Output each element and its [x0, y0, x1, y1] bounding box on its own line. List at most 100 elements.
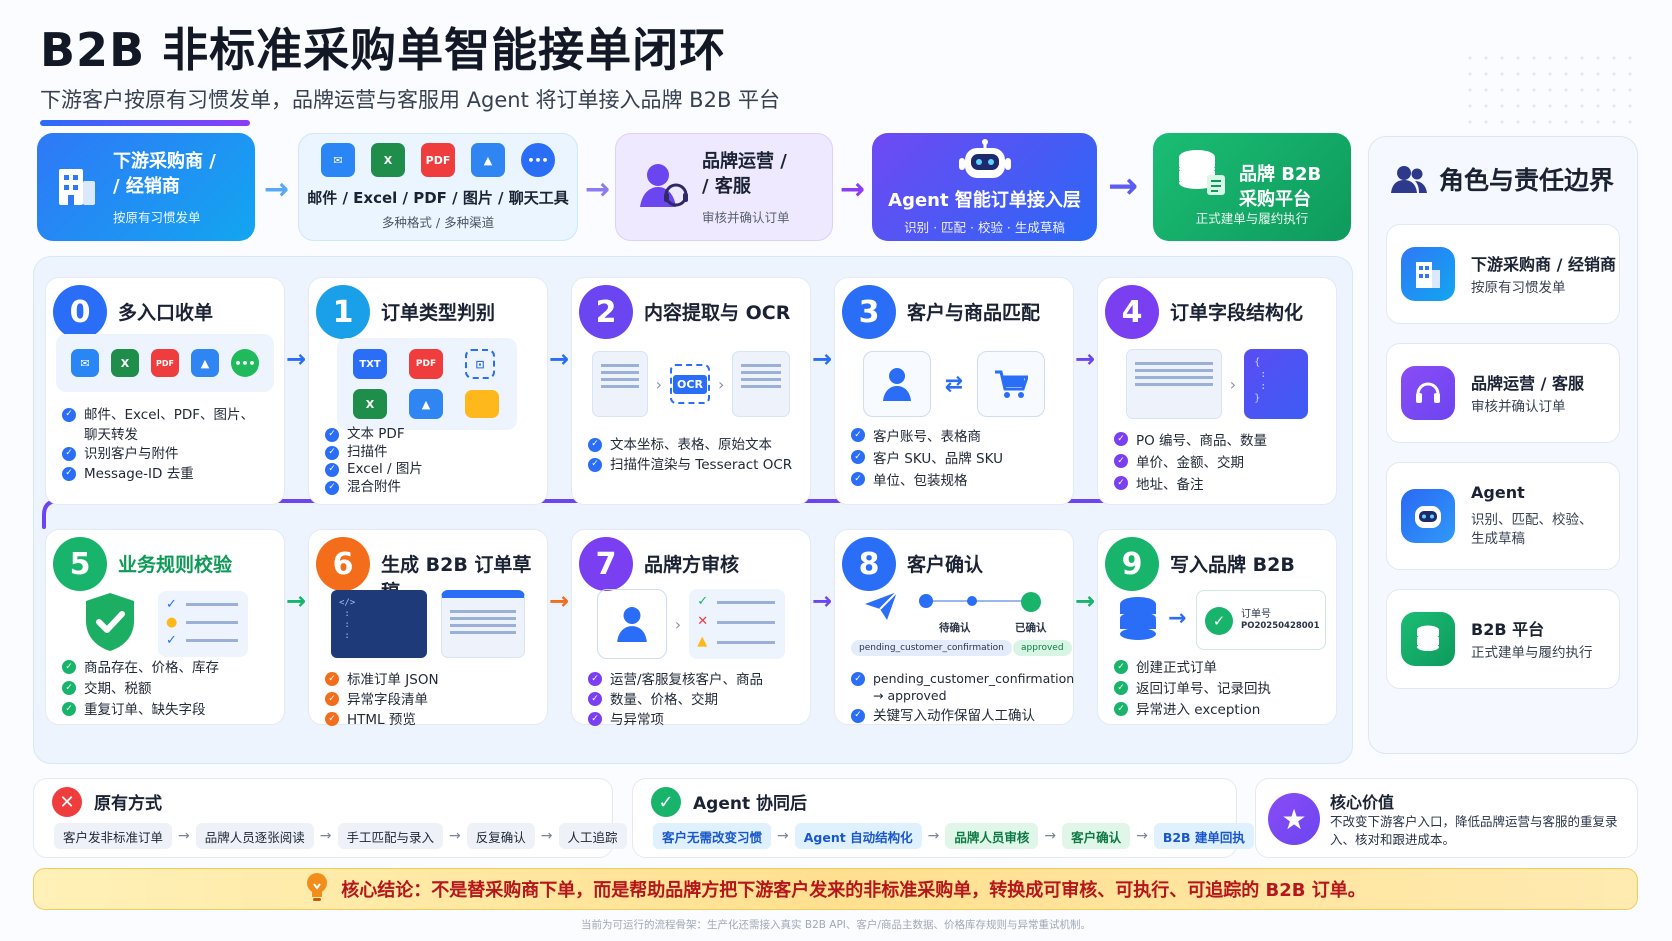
send-icon	[863, 590, 899, 626]
pending-tag: pending_customer_confirmation	[851, 640, 1012, 656]
arrow-right-icon: →	[1168, 606, 1187, 631]
flow-sub: 正式建单与履约执行	[1195, 211, 1309, 226]
compare-old: ✕ 原有方式 客户发非标准订单→ 品牌人员逐张阅读→ 手工匹配与录入→ 反复确认…	[33, 778, 627, 858]
step-bullets: 商品存在、价格、库存 交期、税额 重复订单、缺失字段	[62, 658, 219, 721]
step-bullet: 单价、金额、交期	[1114, 452, 1267, 474]
step-bullets: 创建正式订单 返回订单号、记录回执 异常进入 exception	[1114, 658, 1271, 721]
step-card-6: 6 生成 B2B 订单草稿 </> : : : 标准订单 JSON 异常字段清单…	[308, 529, 548, 728]
close-icon: ✕	[52, 787, 82, 817]
arrow-right-icon: →	[540, 828, 553, 844]
compare-new-chips: 客户无需改变习惯→ Agent 自动结构化→ 品牌人员审核→ 客户确认→ B2B…	[653, 823, 1254, 849]
step-number: 1	[316, 285, 370, 339]
arrow-right-icon: →	[1136, 828, 1148, 844]
chip: 客户发非标准订单	[54, 823, 173, 849]
flow-title: Agent 智能订单接入层	[888, 190, 1081, 211]
role-desc: 正式建单与履约执行	[1471, 645, 1593, 661]
step-bullet: 返回订单号、记录回执	[1114, 679, 1271, 700]
roles-panel: 角色与责任边界 下游采购商 / 经销商 按原有习惯发单 品牌运营 / 客服 审核…	[1368, 136, 1638, 754]
building-icon	[55, 161, 99, 213]
step-bullet: 异常字段清单	[325, 690, 439, 710]
customer-icon	[862, 351, 931, 417]
flow-card-ops: 品牌运营 / / 客服 审核并确认订单	[615, 133, 833, 241]
decorative-dots	[1462, 50, 1632, 130]
status-dot-done	[1021, 592, 1041, 612]
step-visual: › { : :}	[1108, 338, 1326, 430]
flow-card-agent: Agent 智能订单接入层 识别 · 匹配 · 校验 · 生成草稿	[872, 133, 1097, 241]
step-card-4: 4 订单字段结构化 › { : :} PO 编号、商品、数量 单价、金额、交期 …	[1097, 277, 1337, 505]
check-icon: ✓	[651, 787, 681, 817]
step-bullet: PO 编号、商品、数量	[1114, 430, 1267, 452]
role-card-ops: 品牌运营 / 客服 审核并确认订单	[1386, 343, 1620, 443]
flow-card-channels: ✉ X PDF ▲ ••• 邮件 / Excel / PDF / 图片 / 聊天…	[298, 133, 578, 241]
step-card-2: 2 内容提取与 OCR › OCR › 文本坐标、表格、原始文本 扫描件渲染与 …	[571, 277, 811, 505]
chat-icon: •••	[521, 143, 555, 177]
flow-sub: 多种格式 / 多种渠道	[381, 215, 495, 230]
flow-title-2: / 经销商	[113, 175, 180, 197]
step-title: 订单类型判别	[381, 302, 496, 324]
ocr-icon: OCR	[670, 364, 710, 404]
step-visual: </> : : :	[319, 586, 537, 662]
txt-file-icon: TXT	[353, 349, 387, 379]
roles-title: 角色与责任边界	[1439, 166, 1615, 195]
arrow-right-icon: →	[178, 828, 190, 844]
header: B2B 非标准采购单智能接单闭环 下游客户按原有习惯发单，品牌运营与客服用 Ag…	[40, 14, 780, 126]
step-title: 订单字段结构化	[1170, 302, 1304, 324]
step-bullet: 创建正式订单	[1114, 658, 1271, 679]
flow-arrow: →	[1108, 166, 1139, 207]
step-bullet: HTML 预览	[325, 710, 439, 730]
compare-new: ✓ Agent 协同后 客户无需改变习惯→ Agent 自动结构化→ 品牌人员审…	[632, 778, 1254, 858]
form-icon	[1125, 349, 1222, 419]
image-icon: ▲	[191, 349, 219, 377]
status-label-confirmed: 已确认	[1015, 622, 1047, 634]
step-bullets: 客户账号、表格商 客户 SKU、品牌 SKU 单位、包装规格	[851, 426, 1003, 492]
step-arrow: →	[549, 345, 570, 373]
mail-icon: ✉	[321, 143, 355, 177]
step-arrow: →	[549, 587, 570, 615]
status-dot	[919, 594, 933, 608]
chip: 品牌人员逐张阅读	[195, 823, 314, 849]
folder-icon	[465, 390, 499, 418]
step-bullet: 交期、税额	[62, 679, 219, 700]
page-subtitle: 下游客户按原有习惯发单，品牌运营与客服用 Agent 将订单接入品牌 B2B 平…	[40, 88, 781, 112]
code-editor-icon: </> : : :	[331, 590, 427, 658]
flow-title: 品牌运营 /	[702, 150, 787, 172]
preview-icon	[441, 590, 525, 658]
step-arrow: →	[286, 345, 307, 373]
robot-icon	[1401, 489, 1455, 543]
checklist-icon: ✓ ● ✓	[158, 591, 248, 657]
cart-icon	[977, 351, 1046, 417]
pdf-icon: PDF	[151, 349, 179, 377]
compare-old-title: 原有方式	[94, 794, 162, 814]
step-visual: TXT PDF ⊡ X ▲	[337, 338, 517, 430]
chip: 客户确认	[1062, 823, 1131, 849]
flow-title-2: / 客服	[702, 175, 751, 197]
arrow-right-icon: →	[927, 828, 940, 844]
step-number: 5	[53, 537, 107, 591]
compare-old-chips: 客户发非标准订单→ 品牌人员逐张阅读→ 手工匹配与录入→ 反复确认→ 人工追踪	[54, 823, 627, 849]
core-value-desc: 不改变下游客户入口，降低品牌运营与客服的重复录入、核对和跟进成本。	[1330, 814, 1618, 847]
robot-icon	[957, 138, 1013, 186]
mail-icon: ✉	[71, 349, 99, 377]
json-icon: { : :}	[1244, 349, 1309, 419]
step-card-5: 5 业务规则校验 ✓ ● ✓ 商品存在、价格、库存 交期、税额 重复订单、缺失字…	[45, 529, 285, 725]
step-number: 0	[53, 285, 107, 339]
step-title: 业务规则校验	[118, 554, 233, 576]
approved-tag: approved	[1013, 640, 1072, 656]
footnote: 当前为可运行的流程骨架：生产化还需接入真实 B2B API、客户/商品主数据、价…	[581, 919, 1091, 931]
step-bullets: 文本坐标、表格、原始文本 扫描件渲染与 Tesseract OCR	[588, 436, 792, 475]
step-bullets: pending_customer_confirmation → approved…	[851, 670, 1074, 727]
step-bullet: 重复订单、缺失字段	[62, 700, 219, 721]
step-bullets: 文本 PDF 扫描件 Excel / 图片 混合附件	[325, 426, 423, 496]
flow-title: 邮件 / Excel / PDF / 图片 / 聊天工具	[307, 189, 569, 207]
step-bullet: 文本坐标、表格、原始文本	[588, 436, 792, 456]
step-title: 客户确认	[907, 554, 984, 576]
role-card-b2b: B2B 平台 正式建单与履约执行	[1386, 589, 1620, 689]
step-bullet: 识别客户与附件	[62, 445, 262, 465]
flow-sub: 审核并确认订单	[702, 209, 790, 225]
step-title: 多入口收单	[118, 302, 214, 324]
image-icon: ▲	[471, 143, 505, 177]
image-icon: ▲	[409, 389, 443, 419]
step-title: 内容提取与 OCR	[644, 302, 791, 324]
flow-title: 下游采购商 /	[113, 150, 216, 172]
title-underline	[40, 120, 250, 126]
